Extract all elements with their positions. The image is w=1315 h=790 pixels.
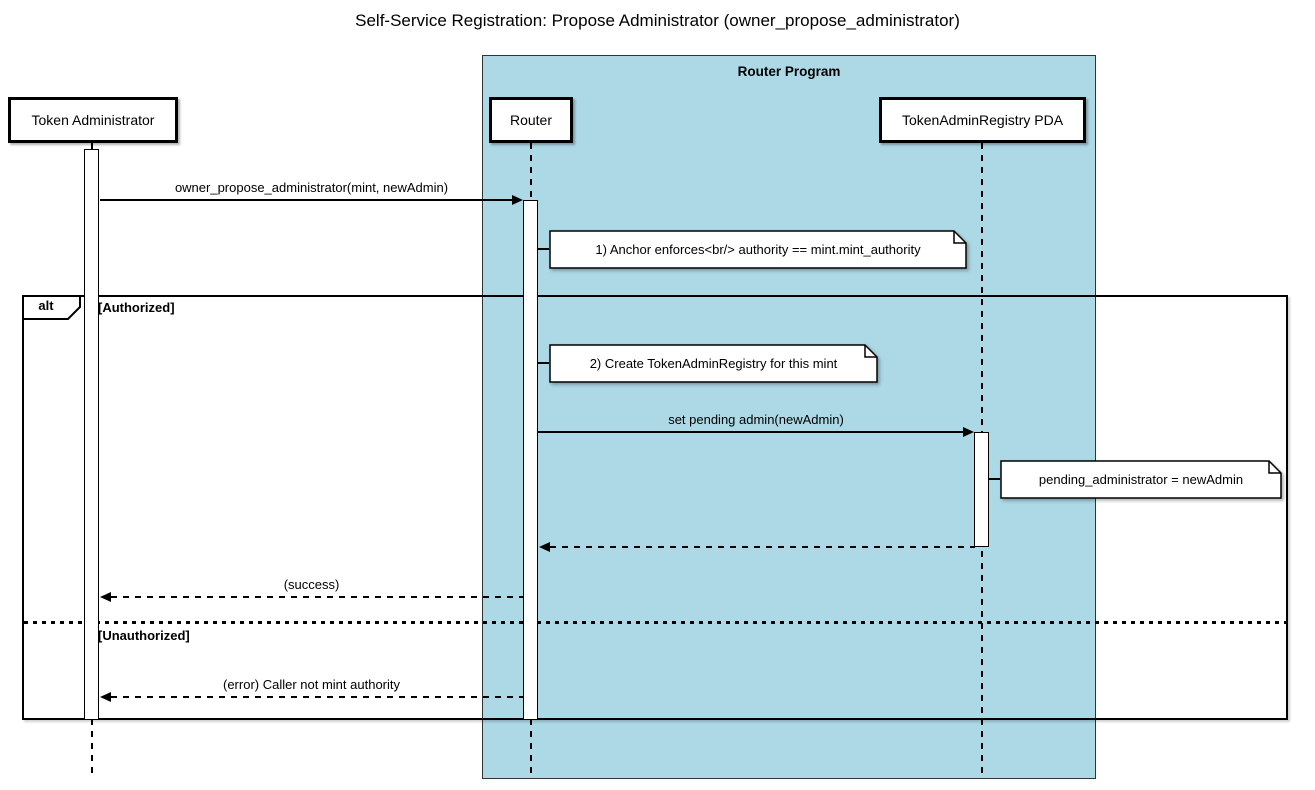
alt-operator-pentagon — [22, 295, 81, 320]
alt-condition-authorized: [Authorized] — [98, 300, 175, 315]
note-text: 1) Anchor enforces<br/> authority == min… — [595, 242, 921, 257]
note-pending-administrator: pending_administrator = newAdmin — [1000, 460, 1282, 499]
note-shape — [1000, 460, 1282, 499]
arrowhead-left-icon — [539, 542, 550, 552]
message-label: set pending admin(newAdmin) — [668, 412, 844, 427]
note-shape — [549, 230, 967, 269]
message-line — [550, 546, 975, 548]
participant-router: Router — [489, 97, 573, 143]
message-line — [111, 596, 523, 598]
alt-operator-label: alt — [38, 298, 54, 313]
message-label: owner_propose_administrator(mint, newAdm… — [174, 180, 449, 195]
diagram-title: Self-Service Registration: Propose Admin… — [355, 11, 960, 30]
router-program-label: Router Program — [737, 64, 841, 79]
note-shape — [549, 344, 878, 383]
arrowhead-left-icon — [100, 692, 111, 702]
note-create-registry: 2) Create TokenAdminRegistry for this mi… — [549, 344, 878, 383]
activation-token-administrator — [84, 149, 99, 720]
participant-label: TokenAdminRegistry PDA — [901, 112, 1064, 128]
activation-router — [523, 200, 538, 720]
participant-label: Router — [509, 112, 553, 128]
participant-token-administrator: Token Administrator — [8, 97, 178, 143]
note-text: pending_administrator = newAdmin — [1038, 472, 1244, 487]
note-connector — [538, 362, 549, 364]
message-line — [538, 431, 963, 433]
message-label: (error) Caller not mint authority — [223, 677, 400, 692]
note-connector — [538, 248, 549, 250]
participant-token-admin-registry-pda: TokenAdminRegistry PDA — [879, 97, 1086, 143]
note-text: 2) Create TokenAdminRegistry for this mi… — [589, 356, 838, 371]
note-anchor-enforces: 1) Anchor enforces<br/> authority == min… — [549, 230, 967, 269]
participant-label: Token Administrator — [31, 112, 155, 128]
activation-token-admin-registry-pda — [974, 432, 989, 547]
arrowhead-right-icon — [963, 427, 974, 437]
message-line — [100, 199, 512, 201]
alt-condition-unauthorized: [Unauthorized] — [98, 628, 190, 643]
arrowhead-right-icon — [512, 195, 523, 205]
message-label: (success) — [283, 577, 340, 592]
router-program-boundary — [482, 55, 1096, 779]
alt-divider — [24, 621, 1286, 624]
arrowhead-left-icon — [100, 592, 111, 602]
message-line — [111, 696, 523, 698]
note-connector — [989, 478, 1000, 480]
alt-frame — [22, 295, 1288, 720]
